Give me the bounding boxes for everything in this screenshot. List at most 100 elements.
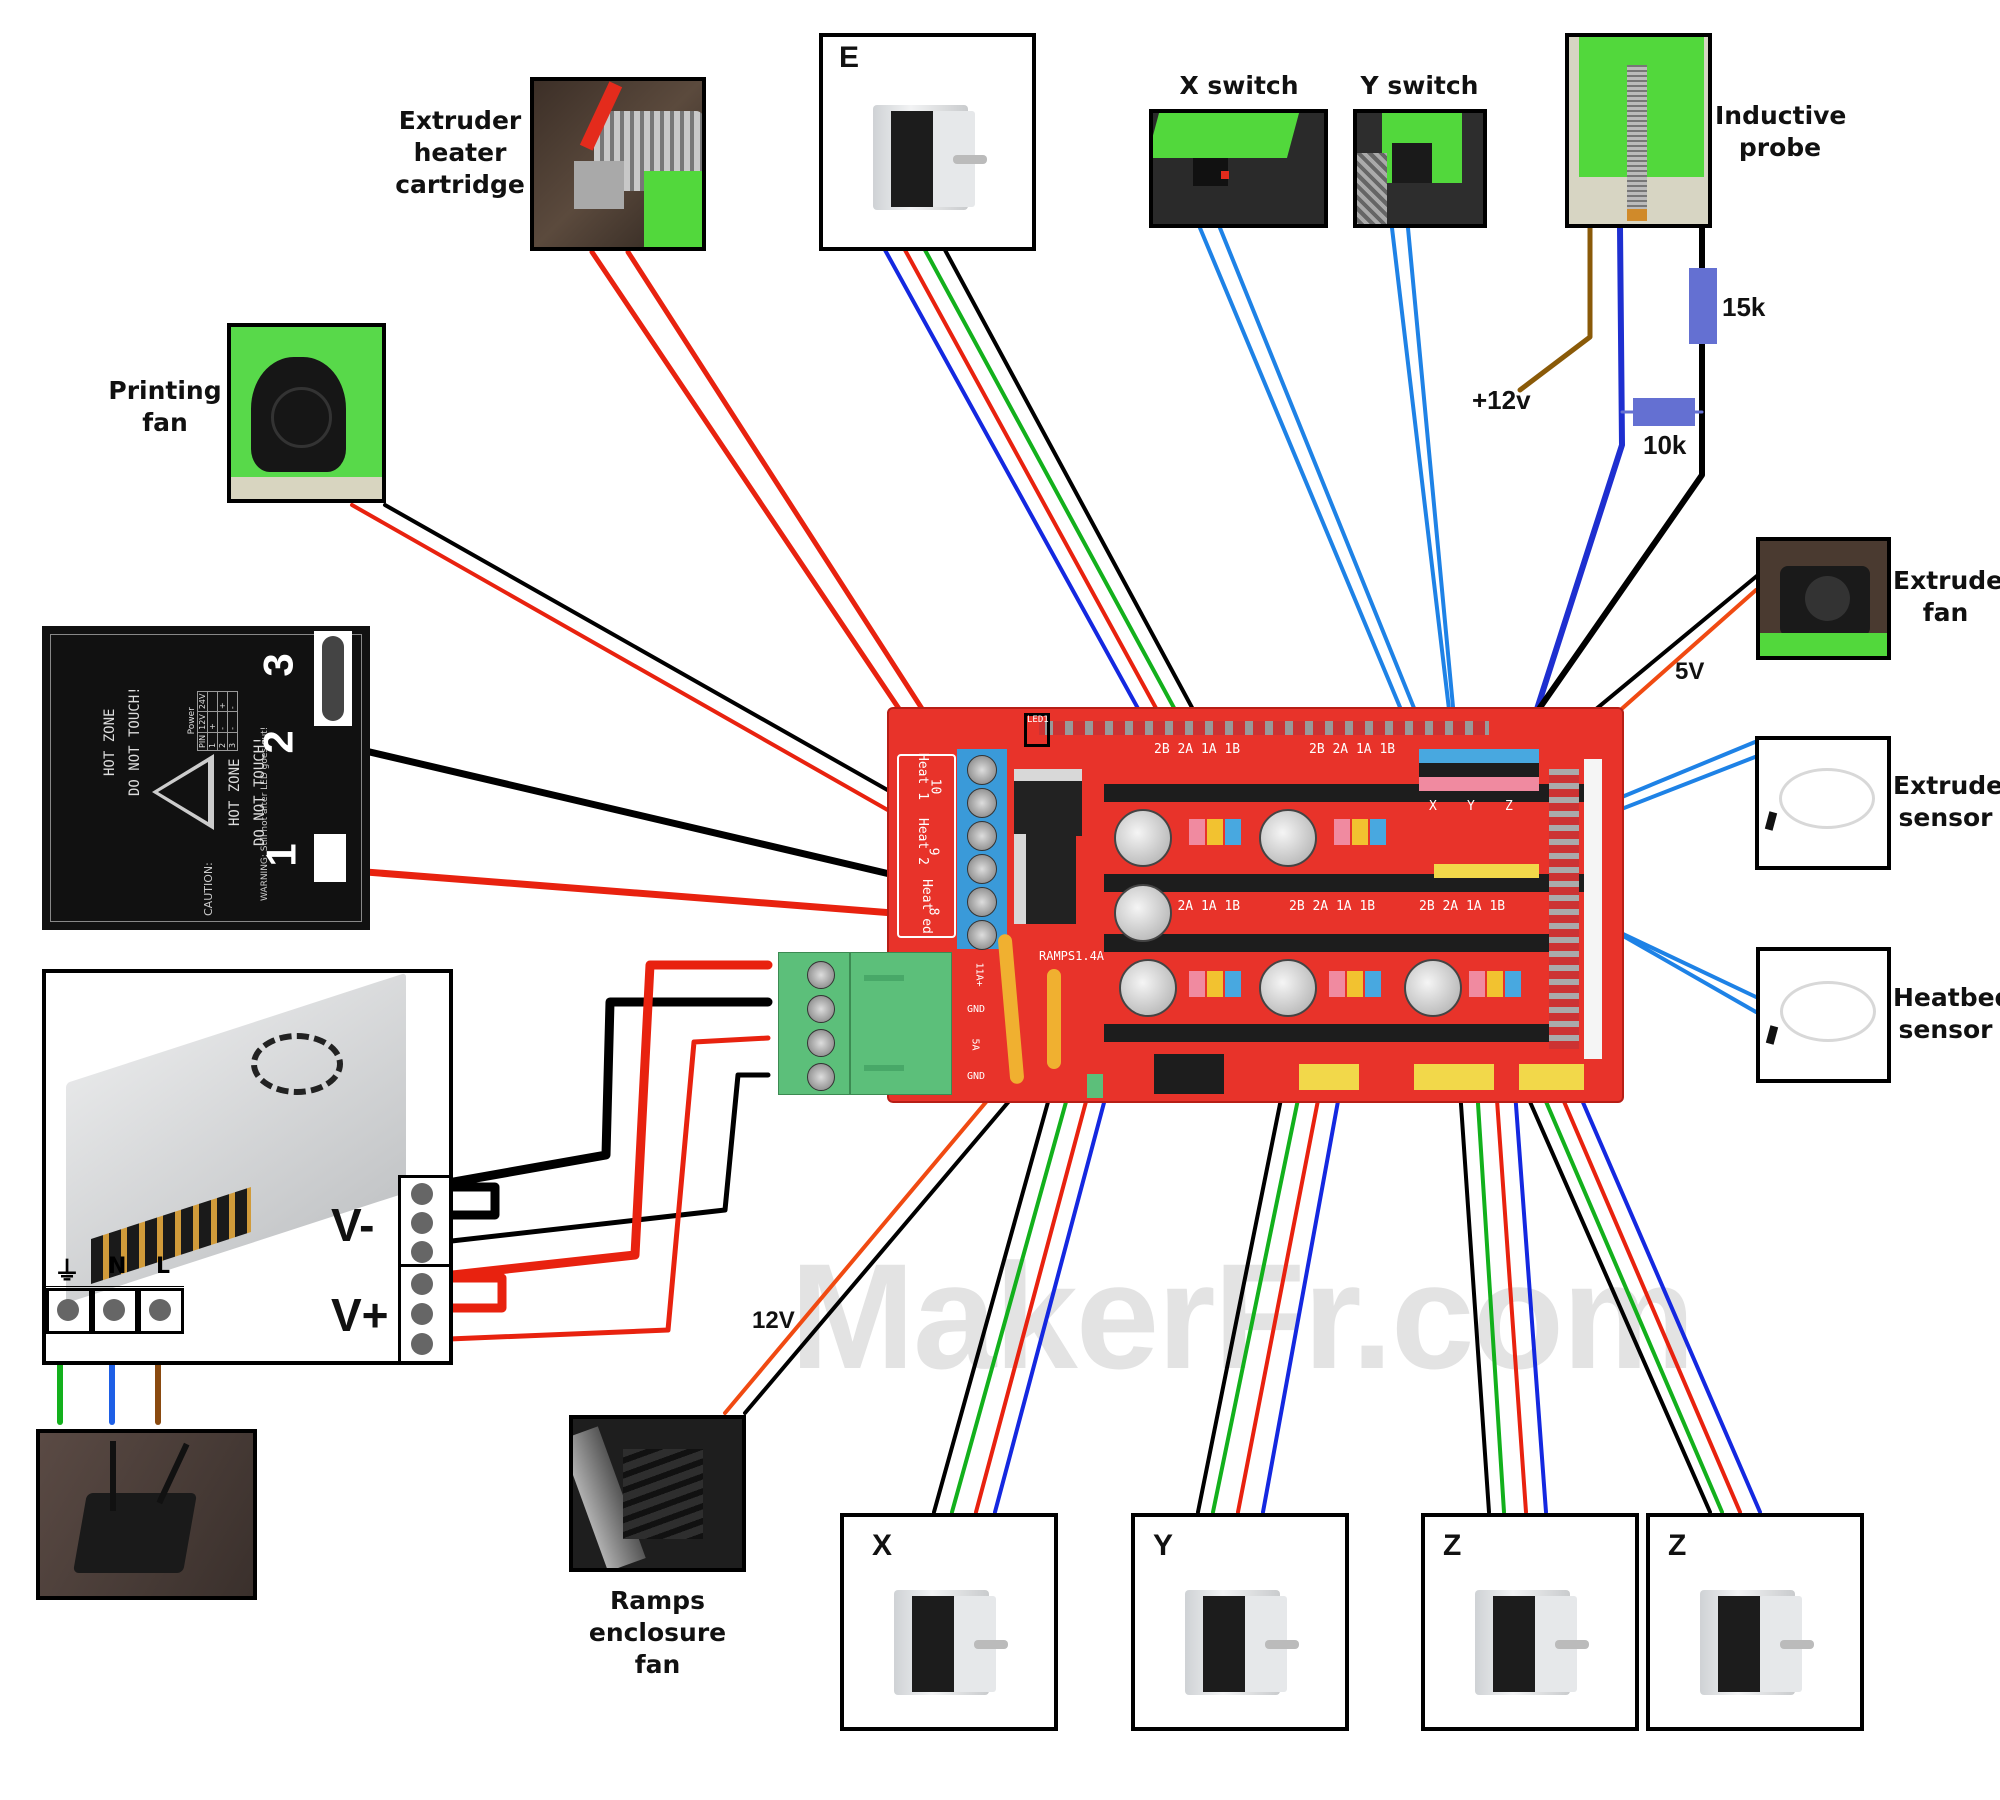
power-header: 24V bbox=[197, 691, 208, 712]
wire-e-green bbox=[923, 248, 1200, 754]
ac-terminal-live bbox=[138, 1288, 184, 1334]
y-switch-photo bbox=[1353, 109, 1487, 228]
stepper-motor-icon bbox=[884, 1572, 1008, 1702]
power-cell: - bbox=[227, 711, 238, 733]
wire-psu-black-bridge bbox=[420, 1182, 500, 1220]
aux-header-black bbox=[1154, 1054, 1224, 1094]
extruder-fan-photo bbox=[1756, 537, 1891, 660]
top-pin-header bbox=[1039, 721, 1489, 735]
power-label-11a: 11A+ bbox=[973, 962, 985, 987]
probe-tip bbox=[1627, 209, 1647, 221]
e-motor-box: E bbox=[819, 33, 1036, 251]
wire-printfan-black bbox=[383, 503, 960, 832]
wire-psu-red-thin bbox=[422, 1035, 771, 1343]
dc-plus-terminals bbox=[398, 1264, 449, 1361]
x-motor-box: X bbox=[840, 1513, 1058, 1731]
ac-terminal-neutral bbox=[92, 1288, 138, 1334]
wire-heater-1 bbox=[589, 249, 923, 743]
ramps-model-label: RAMPS1.4A bbox=[1039, 949, 1105, 963]
resistor-15k bbox=[1689, 268, 1717, 344]
pin-2-label: 2 bbox=[254, 730, 302, 754]
power-cell: + bbox=[217, 691, 228, 712]
psu-fan-grill-icon bbox=[251, 1033, 343, 1095]
psu-box: ⏚ N L V- V+ bbox=[42, 969, 453, 1365]
switch-lever bbox=[1221, 171, 1229, 179]
stepper-motor-icon bbox=[1465, 1572, 1589, 1702]
v-plus-label: V+ bbox=[331, 1289, 389, 1341]
endstop-gnd-header bbox=[1419, 763, 1539, 777]
capacitor-icon bbox=[1259, 809, 1317, 867]
wire-ysw-1 bbox=[1390, 226, 1457, 762]
power-cell: - bbox=[227, 691, 238, 712]
heatbed-label: Heat ed bbox=[918, 879, 934, 934]
e1-driver-pins: 2B 2A 1A 1B bbox=[1309, 742, 1396, 757]
fuse-f2-icon bbox=[997, 933, 1025, 1085]
wire-heatbed-black bbox=[336, 741, 962, 894]
mosfet-icon bbox=[1014, 834, 1076, 924]
jumper-icon bbox=[1352, 819, 1368, 845]
y-driver-pins: 2B 2A 1A 1B bbox=[1289, 899, 1376, 914]
wire-e-blue bbox=[883, 248, 1164, 754]
heater-terminal-block bbox=[957, 749, 1007, 950]
hot-zone-text-1: HOT ZONE bbox=[102, 708, 118, 776]
power-cell: 1 bbox=[207, 732, 218, 751]
endstop-z-label: Z bbox=[1505, 799, 1513, 814]
endstop-x-label: X bbox=[1429, 799, 1437, 814]
power-cell bbox=[207, 691, 218, 712]
jumper-icon bbox=[1370, 819, 1386, 845]
endstop-switch-icon bbox=[1392, 143, 1432, 183]
5v-label: 5V bbox=[1675, 658, 1705, 685]
fan-hub bbox=[1805, 576, 1850, 621]
ac-divider bbox=[46, 1286, 184, 1287]
jumper-icon bbox=[1487, 971, 1503, 997]
servo-header bbox=[1299, 1064, 1359, 1090]
heatbed-sensor-label: Heatbed sensor bbox=[1893, 983, 2000, 1044]
stepper-motor-icon bbox=[863, 87, 987, 217]
caution-text: CAUTION: bbox=[202, 862, 215, 916]
iec-socket-icon bbox=[72, 1493, 198, 1573]
thermistor-header bbox=[1434, 864, 1539, 878]
e-driver-pins: 2B 2A 1A 1B bbox=[1154, 742, 1241, 757]
mosfet-icon bbox=[1014, 769, 1082, 836]
wire-ysw-2 bbox=[1406, 226, 1460, 762]
wire-psu-red-thick bbox=[420, 960, 773, 1283]
power-label-gnd2: GND bbox=[967, 1071, 986, 1082]
connector-rib bbox=[864, 975, 904, 981]
ground-symbol: ⏚ bbox=[54, 1257, 81, 1287]
wire-e-red bbox=[903, 248, 1182, 754]
aux-pin-header bbox=[1549, 769, 1579, 1049]
led1-highlight bbox=[1024, 713, 1050, 747]
z-motor-2-box: Z bbox=[1646, 1513, 1864, 1731]
wire-xsw-2 bbox=[1218, 226, 1437, 762]
power-cell: 3 bbox=[227, 732, 238, 751]
resistor-15k-label: 15k bbox=[1722, 292, 1766, 322]
ramps-board: LED1 Heat 1 Heat 2 Heat ed 10 9 8 2B 2A … bbox=[887, 707, 1624, 1103]
12v-label: 12V bbox=[752, 1307, 795, 1334]
pin-1-label: 1 bbox=[257, 843, 305, 867]
do-not-touch-text-1: DO NOT TOUCH! bbox=[127, 686, 143, 796]
jumper-icon bbox=[1207, 971, 1223, 997]
x-switch-label: X switch bbox=[1179, 71, 1299, 100]
green-part-icon bbox=[644, 171, 702, 247]
thermistor-connector bbox=[1765, 1025, 1779, 1045]
jumper-icon bbox=[1087, 1074, 1103, 1098]
wire-psu-black-thin bbox=[422, 1072, 771, 1247]
thermistor-icon bbox=[1779, 768, 1875, 829]
jumper-icon bbox=[1189, 819, 1205, 845]
hot-warning-inner bbox=[158, 762, 208, 822]
jumper-icon bbox=[1225, 971, 1241, 997]
wire-e-black bbox=[943, 248, 1218, 754]
x-driver-pins: 2B 2A 1A 1B bbox=[1154, 899, 1241, 914]
hot-zone-text-2: HOT ZONE bbox=[227, 758, 243, 826]
power-cell: - bbox=[217, 711, 228, 733]
stepper-motor-icon bbox=[1690, 1572, 1814, 1702]
wire-xsw-1 bbox=[1198, 226, 1424, 762]
live-label: L bbox=[156, 1254, 171, 1279]
power-cell: + bbox=[207, 711, 218, 733]
resistor-10k-label: 10k bbox=[1643, 430, 1687, 460]
heatbed-sensor-box bbox=[1756, 947, 1891, 1083]
e-motor-label: E bbox=[839, 41, 860, 74]
wire-printfan-red bbox=[350, 503, 960, 852]
